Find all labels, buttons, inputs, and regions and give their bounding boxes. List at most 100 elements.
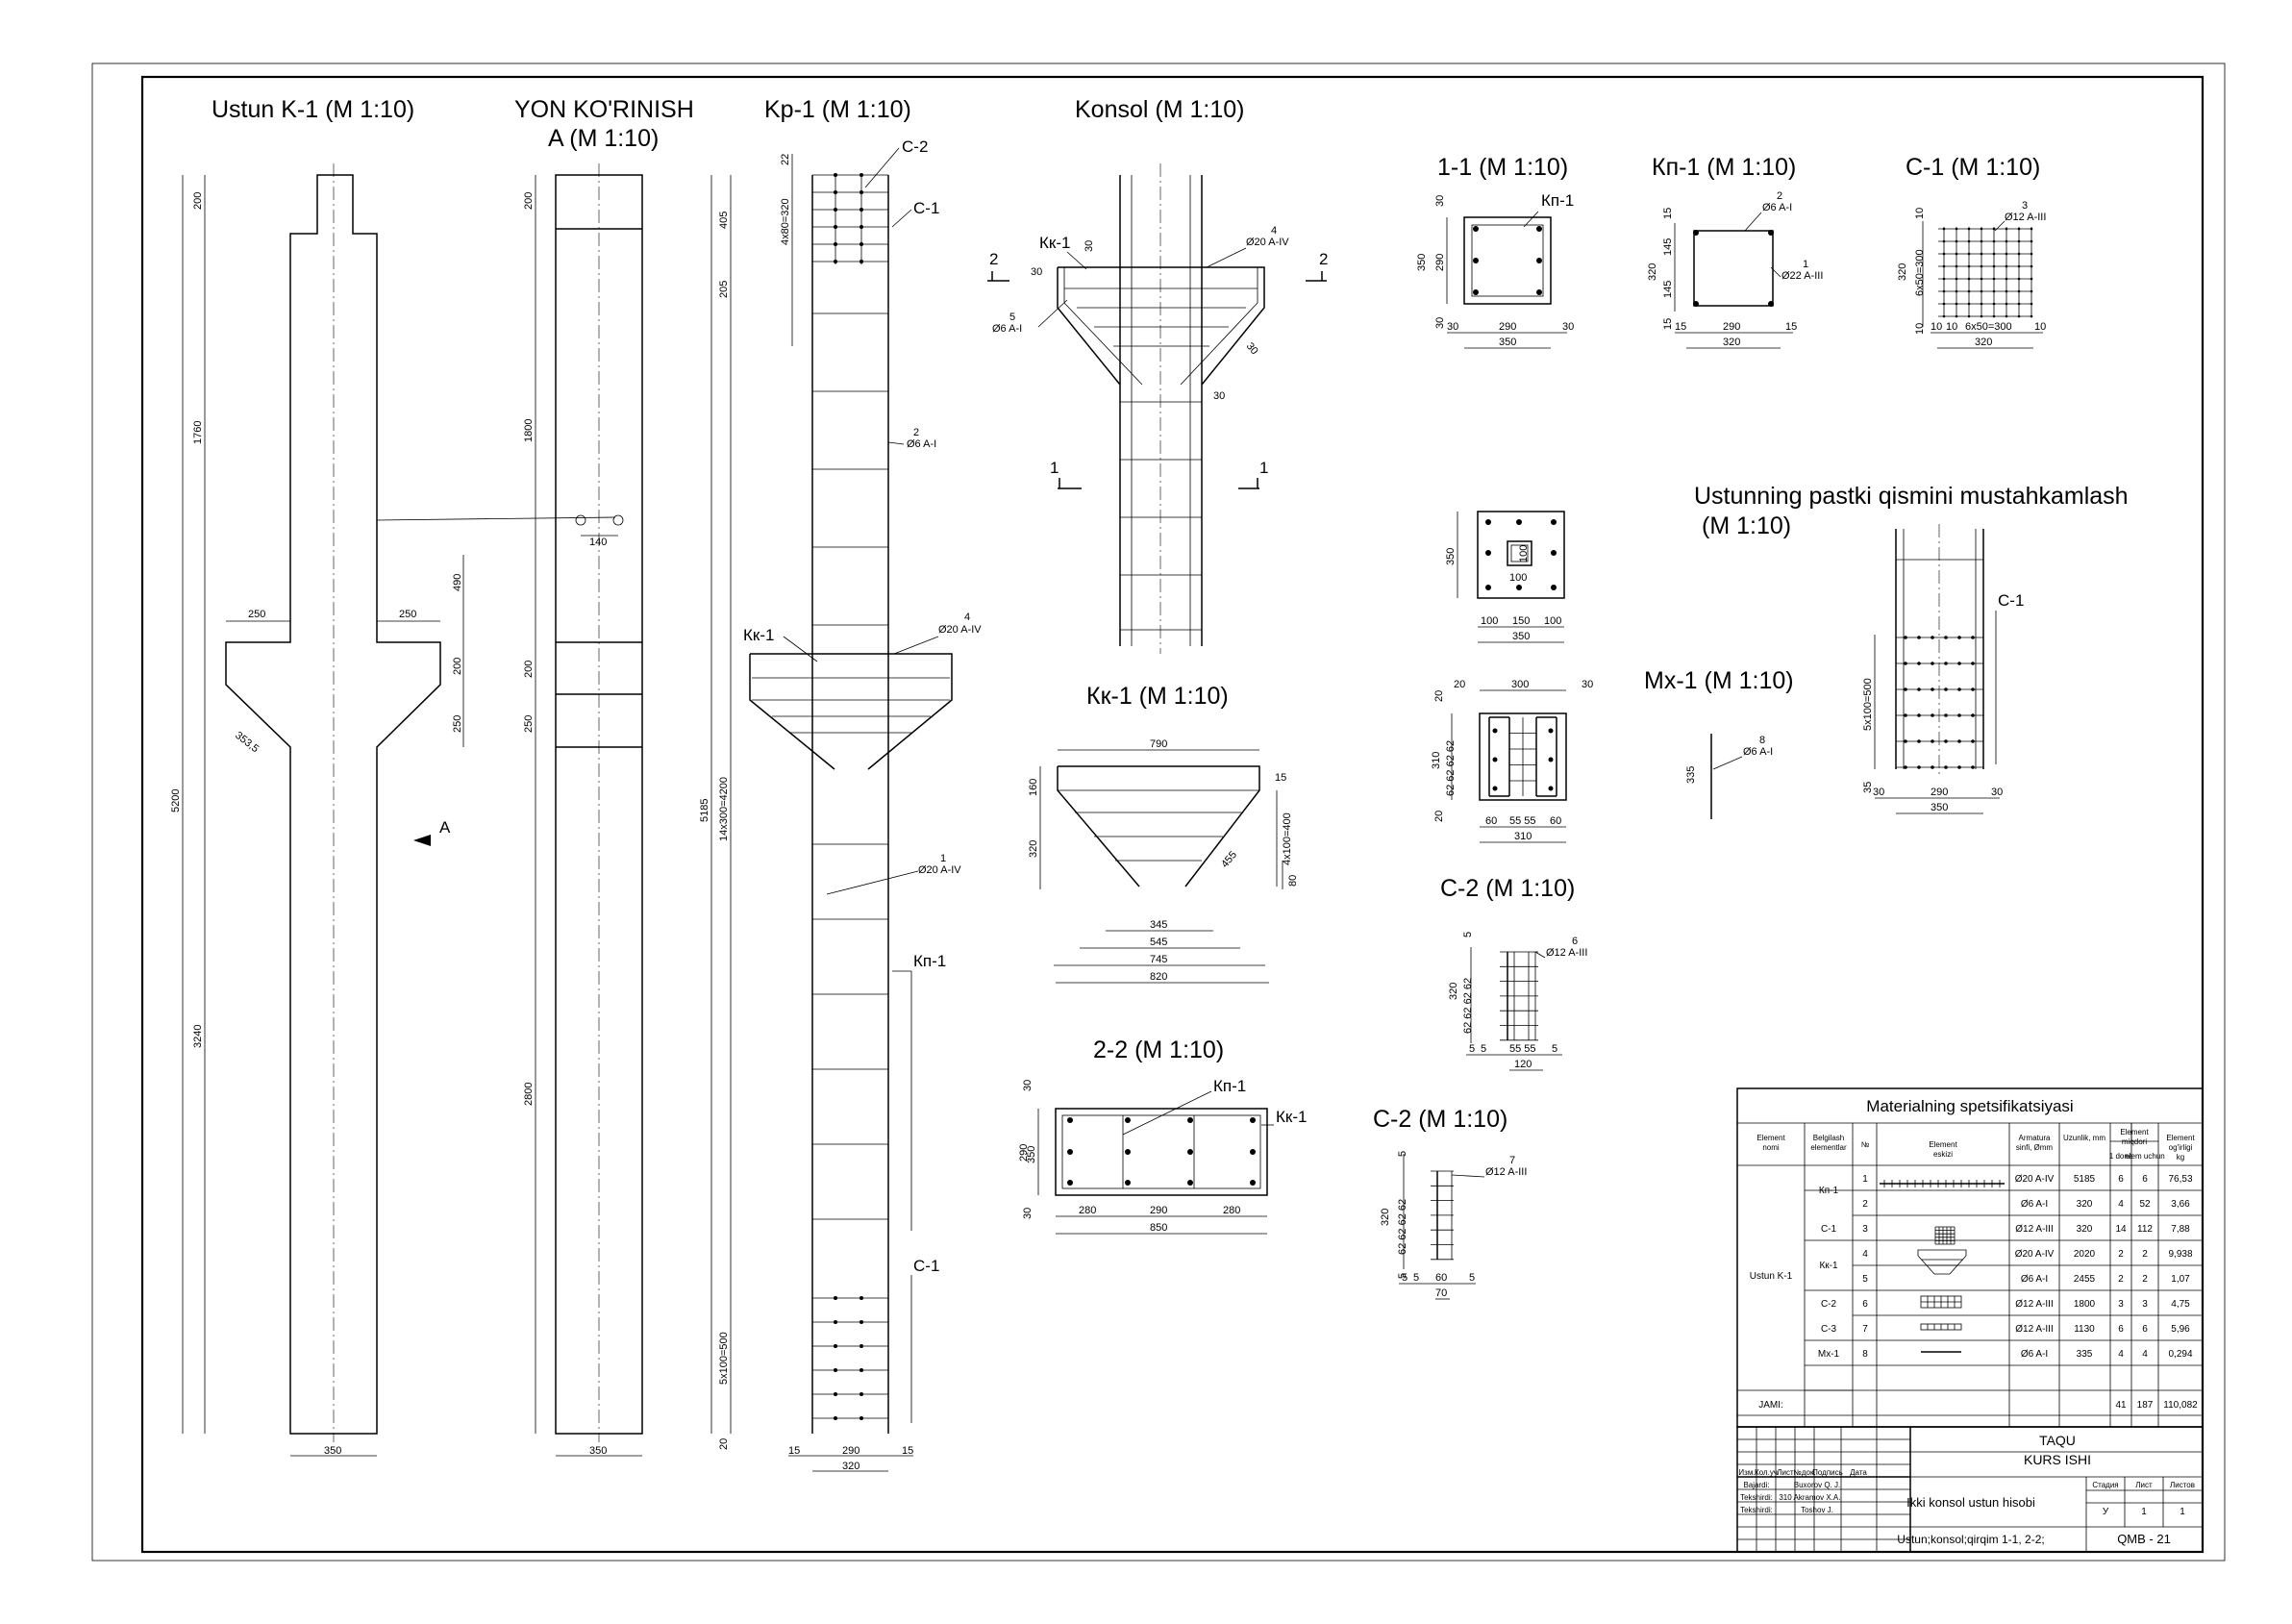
spec-length-cell: 2455 xyxy=(2074,1274,2096,1285)
svg-text:5x100=500: 5x100=500 xyxy=(1862,678,1874,731)
svg-text:350: 350 xyxy=(1416,254,1428,271)
spec-no-cell: 1 xyxy=(1862,1174,1868,1185)
title-kp1-section: Кп-1 (M 1:10) xyxy=(1652,154,1796,181)
svg-text:290: 290 xyxy=(1434,254,1446,271)
spec-qty-cell: 2 xyxy=(2142,1249,2148,1260)
svg-text:80: 80 xyxy=(1287,875,1299,887)
svg-text:10: 10 xyxy=(1946,321,1957,333)
svg-text:310: 310 xyxy=(1431,752,1442,769)
spec-header-cell: Element xyxy=(2120,1128,2149,1137)
spec-qty-cell: 14 xyxy=(2115,1224,2127,1235)
svg-text:1: 1 xyxy=(1803,259,1808,270)
tb-stage-header: Стадия xyxy=(2092,1481,2118,1489)
spec-header-cell: elementlar xyxy=(1810,1143,1847,1152)
tb-name: Akramov X.A. xyxy=(1794,1493,1841,1502)
svg-text:5x100=500: 5x100=500 xyxy=(718,1332,730,1385)
svg-text:350: 350 xyxy=(1445,548,1457,565)
svg-text:60: 60 xyxy=(1435,1272,1447,1284)
svg-text:30: 30 xyxy=(1031,266,1042,278)
kp1-section: Кп-1 (M 1:10) 2 Ø6 A-I 1 Ø22 A-III 15 14… xyxy=(1647,154,1823,349)
svg-text:1: 1 xyxy=(1259,459,1268,477)
svg-text:14x300=4200: 14x300=4200 xyxy=(718,777,730,841)
svg-text:790: 790 xyxy=(1150,738,1167,750)
s11-outline xyxy=(1463,216,1552,305)
column-side-view: YON KO'RINISH A (M 1:10) 140 200 1800 20… xyxy=(514,96,694,1457)
spec-header-cell: miqdori xyxy=(2122,1137,2147,1146)
svg-text:455: 455 xyxy=(1219,849,1239,870)
spec-class-cell: Ø6 A-I xyxy=(2021,1349,2048,1360)
svg-text:10: 10 xyxy=(1914,208,1926,219)
svg-text:1: 1 xyxy=(1050,459,1059,477)
svg-text:350: 350 xyxy=(1512,631,1530,642)
kp-label-kk1: Кк-1 xyxy=(743,626,774,644)
grid-cells xyxy=(1488,716,1557,797)
svg-text:15: 15 xyxy=(1662,318,1674,330)
svg-text:1: 1 xyxy=(940,853,946,864)
svg-text:140: 140 xyxy=(589,537,607,548)
svg-text:145: 145 xyxy=(1662,281,1674,298)
spec-qty-cell: 6 xyxy=(2142,1324,2148,1335)
svg-text:310: 310 xyxy=(1514,831,1532,842)
svg-text:20: 20 xyxy=(1433,811,1445,822)
svg-text:200: 200 xyxy=(523,192,535,210)
svg-text:320: 320 xyxy=(1647,263,1658,281)
grid-section: 20 300 30 20 310 62 62 62 62 20 60 55 55… xyxy=(1431,679,1593,843)
svg-text:120: 120 xyxy=(1514,1059,1532,1070)
svg-text:35: 35 xyxy=(1862,782,1874,793)
tb-group: 310 xyxy=(1779,1493,1792,1502)
svg-text:745: 745 xyxy=(1150,954,1167,965)
title-c2-b: C-2 (M 1:10) xyxy=(1373,1106,1507,1133)
spec-mark-cell: C-2 xyxy=(1821,1299,1837,1310)
svg-text:5: 5 xyxy=(1397,1151,1408,1157)
svg-text:320: 320 xyxy=(1448,983,1459,1000)
svg-text:2: 2 xyxy=(913,427,919,438)
spec-header-cell: № xyxy=(1861,1140,1870,1149)
spec-qty-cell: 2 xyxy=(2118,1249,2124,1260)
svg-text:62 62 62 62: 62 62 62 62 xyxy=(1462,978,1474,1034)
mesh-c1: C-1 (M 1:10) 3 Ø12 A-III 10 320 6x50=300… xyxy=(1897,154,2046,349)
svg-text:280: 280 xyxy=(1079,1205,1096,1216)
svg-text:350: 350 xyxy=(1499,337,1516,348)
tb-stage-value: У xyxy=(2103,1507,2109,1517)
svg-text:6x50=300: 6x50=300 xyxy=(1965,321,2012,333)
spec-header-cell: Element xyxy=(1929,1140,1957,1149)
svg-text:5: 5 xyxy=(1469,1272,1475,1284)
svg-text:30: 30 xyxy=(1562,321,1574,333)
spec-weight-cell: 4,75 xyxy=(2171,1299,2190,1310)
hole-right xyxy=(612,514,624,526)
title-block: TAQU KURS ISHI Ikki konsol ustun hisobi … xyxy=(1736,1426,2204,1553)
spec-qty-cell: 4 xyxy=(2142,1349,2148,1360)
svg-text:290: 290 xyxy=(1931,787,1948,798)
tb-col-header: Дата xyxy=(1850,1468,1867,1477)
spec-class-cell: Ø20 A-IV xyxy=(2015,1249,2055,1260)
svg-text:Ø6 A-I: Ø6 A-I xyxy=(907,438,936,450)
tb-role: Bajardi: xyxy=(1743,1481,1769,1489)
spec-no-cell: 6 xyxy=(1862,1299,1868,1310)
spec-class-cell: Ø6 A-I xyxy=(2021,1199,2048,1210)
consol-outline xyxy=(1057,266,1265,386)
kk1-detail: Кк-1 (M 1:10) 790 15 160 320 4x100=400 4… xyxy=(1028,683,1299,984)
spec-qty-cell: 6 xyxy=(2118,1324,2124,1335)
spec-length-cell: 320 xyxy=(2077,1199,2093,1210)
spec-element-name: Ustun K-1 xyxy=(1750,1271,1793,1282)
mesh-c2-b: C-2 (M 1:10) 7 Ø12 A-III 5 320 62 62 62 … xyxy=(1373,1106,1527,1300)
spec-no-cell: 3 xyxy=(1862,1224,1868,1235)
svg-text:290: 290 xyxy=(1018,1144,1030,1162)
kp-consol-bars xyxy=(749,653,953,770)
svg-text:6: 6 xyxy=(1572,936,1578,947)
spec-qty-cell: 4 xyxy=(2118,1199,2124,1210)
tb-col-header: Лист xyxy=(1777,1468,1794,1477)
hole-left xyxy=(575,514,586,526)
spec-grid xyxy=(1737,1123,2203,1427)
column-base-reinforcement: Ustunning pastki qismini mustahkamlash (… xyxy=(1694,483,2129,814)
svg-text:100: 100 xyxy=(1518,545,1530,562)
spec-length-cell: 335 xyxy=(2077,1349,2093,1360)
svg-text:30: 30 xyxy=(1213,390,1225,402)
spec-class-cell: Ø12 A-III xyxy=(2015,1299,2053,1310)
section-2-2: 2-2 (M 1:10) Кп-1 Кк-1 30 350 290 30 280… xyxy=(1018,1037,1307,1235)
tb-sheet-content: Ustun;konsol;qirqim 1-1, 2-2; xyxy=(1897,1533,2044,1546)
title-section-2-2: 2-2 (M 1:10) xyxy=(1093,1037,1224,1063)
svg-text:4x100=400: 4x100=400 xyxy=(1282,812,1293,865)
